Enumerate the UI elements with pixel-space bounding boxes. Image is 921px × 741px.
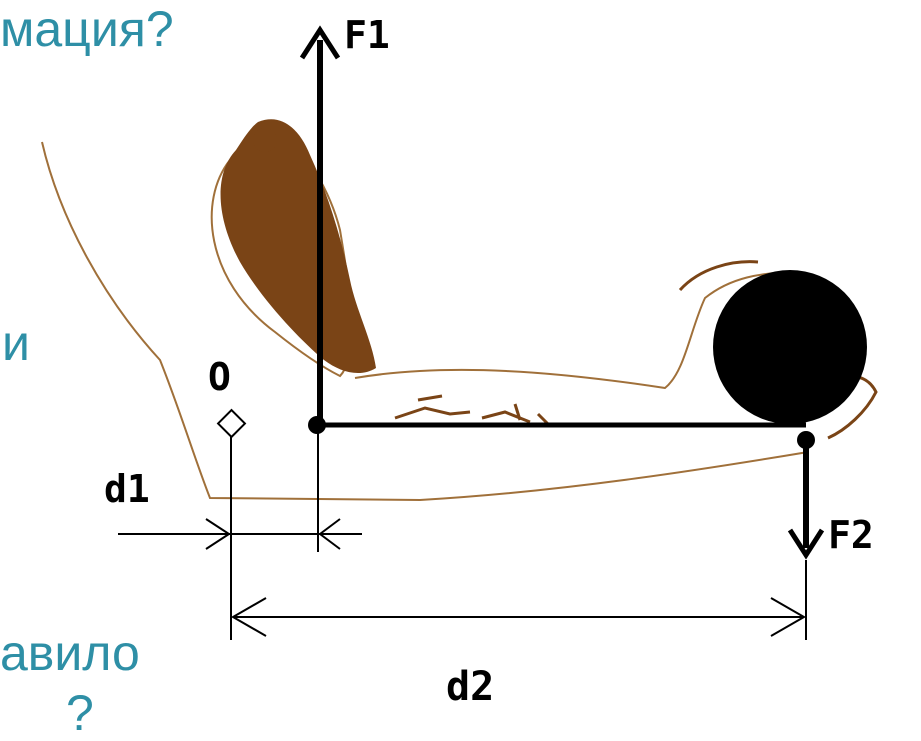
- elbow-joint-point: [308, 416, 326, 434]
- dimension-extension-lines: [230, 430, 807, 640]
- forearm-top-outline: [354, 271, 801, 390]
- biceps-outline: [210, 127, 353, 378]
- dimension-d1: [118, 518, 362, 550]
- slide: мация? и авило ?: [0, 1, 878, 738]
- dimension-d2: [230, 597, 807, 637]
- pivot-marker: [216, 408, 247, 439]
- arm-d1-label: d1: [104, 467, 150, 511]
- hand-point: [797, 431, 815, 449]
- ball: [713, 270, 867, 424]
- arm-lever-diagram: F1 F2 O d1 d2: [41, 13, 878, 708]
- pivot-label: O: [208, 355, 231, 399]
- biceps-muscle: [220, 119, 376, 374]
- arm-back-outline: [41, 141, 809, 502]
- slide-text-top: мация?: [0, 1, 174, 57]
- force-f2-label: F2: [828, 513, 874, 557]
- slide-text-bottom: авило: [0, 625, 140, 681]
- force-f2-arrow: [787, 438, 825, 560]
- force-f1-label: F1: [344, 13, 390, 57]
- arm-d2-label: d2: [446, 664, 494, 708]
- slide-text-middle: и: [2, 315, 30, 371]
- force-f1-arrow: [299, 25, 341, 423]
- arm-outline: [41, 127, 809, 502]
